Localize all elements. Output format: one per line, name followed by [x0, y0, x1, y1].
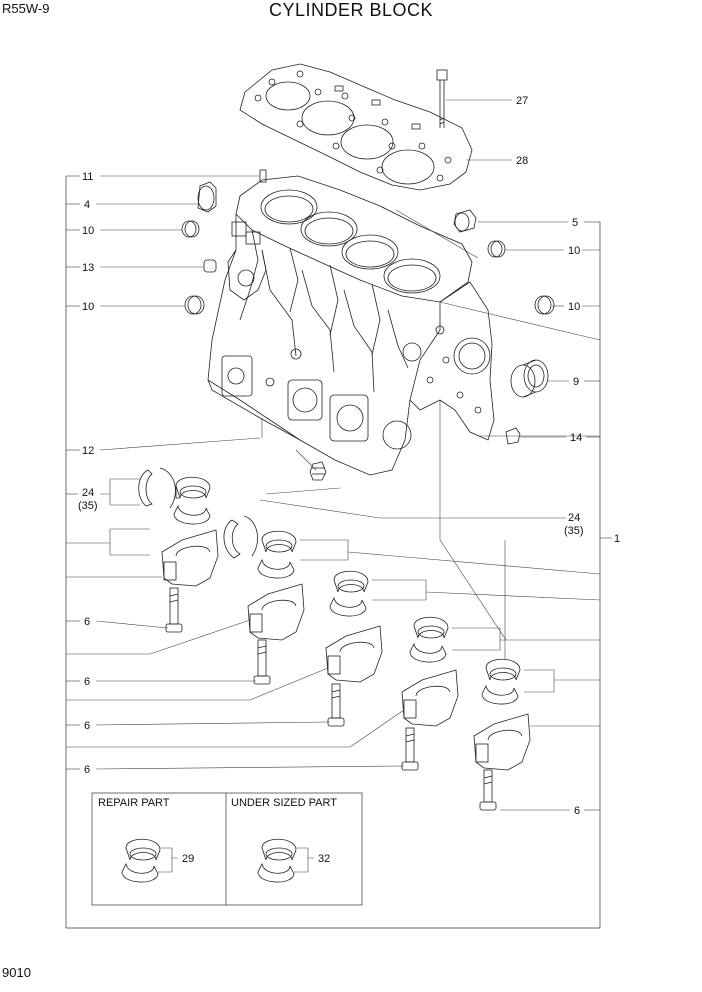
cylinder-block [207, 175, 495, 476]
head-gasket [239, 63, 473, 191]
cap-bolt-5 [479, 769, 497, 811]
thrust-washer-left [138, 467, 176, 509]
expansion-plug-10c [487, 240, 506, 258]
bearing-shell-3 [329, 570, 369, 617]
bearing-cap-2 [247, 583, 305, 641]
expansion-plug-10a [181, 220, 200, 238]
page-title: CYLINDER BLOCK [268, 0, 434, 20]
callout-35-left: (35) [78, 500, 98, 512]
callout-6-b: 6 [84, 676, 90, 688]
thrust-washer-right [223, 515, 258, 559]
legend-box [91, 792, 363, 906]
callout-29: 29 [182, 853, 194, 865]
callout-10-left-upper: 10 [82, 225, 94, 237]
bearing-cap-3 [325, 625, 383, 683]
bearing-cap-5 [473, 713, 531, 771]
callout-4: 4 [84, 199, 90, 211]
callout-24-left: 24 [82, 487, 94, 499]
model-code: R55W-9 [2, 1, 50, 16]
callout-24-right: 24 [568, 512, 580, 524]
expansion-plug-10b [184, 295, 205, 315]
callout-14: 14 [570, 432, 582, 444]
callout-27: 27 [516, 95, 528, 107]
callout-13: 13 [82, 262, 94, 274]
reference-frame [65, 176, 601, 929]
callout-35-right: (35) [564, 525, 584, 537]
callout-6-c: 6 [84, 720, 90, 732]
bearing-shell-1 [173, 476, 211, 525]
expansion-plug-10d [534, 295, 555, 315]
page-number: 9010 [2, 965, 31, 980]
cap-bolt-3 [327, 683, 345, 727]
plug-5 [453, 209, 477, 233]
bushing-9 [510, 359, 549, 398]
bearing-shell-2 [257, 530, 297, 579]
callout-6-e: 6 [574, 805, 580, 817]
undersized-bearing-shell [257, 838, 314, 883]
legend-under-sized-part: UNDER SIZED PART [231, 797, 337, 809]
callout-28: 28 [516, 155, 528, 167]
callout-5: 5 [572, 217, 578, 229]
cap-bolt-2 [253, 639, 271, 685]
callout-32: 32 [318, 853, 330, 865]
callout-10-right-upper: 10 [568, 245, 580, 257]
head-bolt [436, 69, 448, 128]
plug-14 [505, 427, 521, 445]
bearing-cap-4 [401, 669, 459, 727]
bearing-cap-1 [161, 529, 219, 587]
callout-9: 9 [573, 376, 579, 388]
callout-1: 1 [614, 533, 620, 545]
legend-repair-part: REPAIR PART [98, 797, 170, 809]
plug-13 [203, 259, 217, 273]
cap-bolt-4 [401, 727, 419, 771]
plug-12 [309, 461, 327, 481]
bearing-shell-5 [481, 658, 521, 705]
leader-lines [66, 99, 612, 811]
cap-plug-4 [197, 181, 217, 213]
callout-6-a: 6 [84, 616, 90, 628]
callout-11: 11 [82, 171, 93, 183]
repair-bearing-shell [121, 838, 178, 883]
cap-bolt-1 [165, 587, 183, 633]
callout-10-right-lower: 10 [568, 301, 580, 313]
bearing-shell-4 [409, 616, 449, 663]
callout-10-left-lower: 10 [82, 301, 94, 313]
callout-12: 12 [82, 445, 94, 457]
callout-6-d: 6 [84, 764, 90, 776]
